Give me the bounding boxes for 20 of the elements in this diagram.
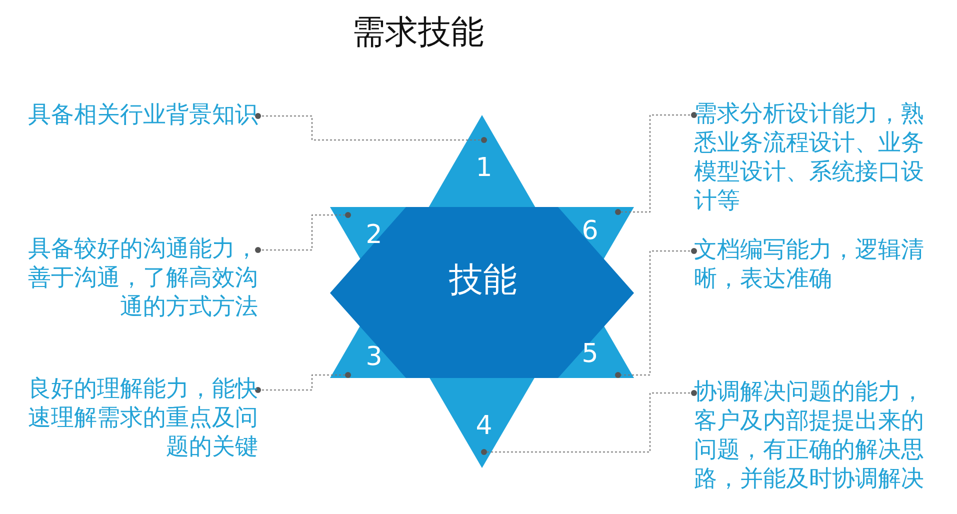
skill-text: 文档编写能力，逻辑清晰，表达准确 xyxy=(694,237,924,292)
skill-text: 协调解决问题的能力，客户及内部提提出来的问题，有正确的解决思路，并能及时协调解决 xyxy=(694,379,924,492)
star-number: 1 xyxy=(476,152,492,182)
skill-text: 良好的理解能力，能快速理解需求的重点及问题的关键 xyxy=(28,376,258,460)
center-label: 技能 xyxy=(449,259,517,302)
skill-text: 具备较好的沟通能力，善于沟通，了解高效沟通的方式方法 xyxy=(28,236,258,320)
skill-text: 具备相关行业背景知识 xyxy=(28,102,258,128)
leader-line xyxy=(481,390,697,455)
leader-line xyxy=(255,372,351,393)
star-number: 3 xyxy=(366,342,382,372)
title: 需求技能 xyxy=(352,11,484,53)
skill-text: 需求分析设计能力，熟悉业务流程设计、业务模型设计、系统接口设计等 xyxy=(694,101,924,214)
leader-line xyxy=(615,112,697,215)
star-number: 6 xyxy=(582,216,598,246)
leader-line xyxy=(615,248,697,378)
star-number: 4 xyxy=(476,411,492,441)
star-number: 5 xyxy=(582,339,598,369)
leader-line xyxy=(255,212,351,253)
star-number: 2 xyxy=(366,220,382,250)
leader-line xyxy=(255,113,487,143)
